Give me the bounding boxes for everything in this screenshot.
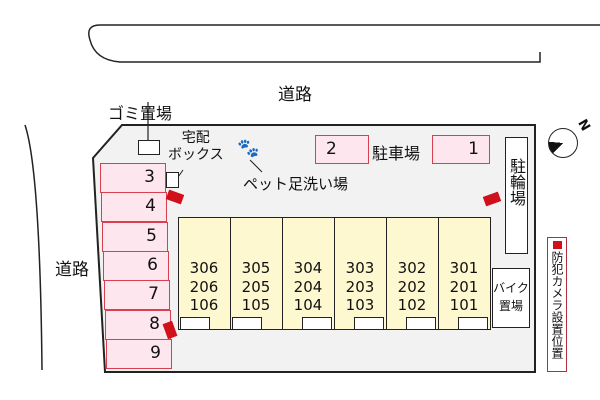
parking-space-1: 1: [432, 135, 490, 164]
room-number: 304: [293, 259, 323, 277]
room-number: 101: [449, 296, 479, 314]
room-number: 301: [449, 259, 479, 277]
room-number: 105: [241, 296, 271, 314]
parking-space-6: 6: [103, 250, 169, 281]
paw-icon: 🐾: [237, 138, 260, 159]
garbage-box: [138, 140, 160, 155]
legend-label: 防犯カメラ設置位置: [550, 251, 564, 359]
room-number: 201: [449, 277, 479, 296]
camera-icon: [553, 241, 562, 249]
parking-space-4: 4: [101, 192, 167, 223]
bike-label-2: 置場: [498, 299, 523, 313]
room-number: 306: [189, 259, 219, 277]
left-road-edge: [24, 124, 43, 371]
balcony-box: [232, 317, 262, 330]
parking-space-7: 7: [104, 280, 170, 311]
room-number: 102: [397, 296, 427, 314]
top-road-label: 道路: [278, 85, 312, 105]
room-number: 205: [241, 277, 271, 296]
unit-block: [438, 217, 491, 330]
parking-space-8: 8: [105, 309, 171, 340]
room-number: 103: [345, 296, 375, 314]
room-number: 302: [397, 259, 427, 277]
room-number: 203: [345, 277, 375, 296]
parking-space-5: 5: [102, 221, 168, 252]
room-number: 206: [189, 277, 219, 296]
delivery-box-label: 宅配 ボックス: [168, 130, 224, 163]
parking-label: 駐車場: [372, 144, 421, 163]
compass-icon: [548, 128, 578, 158]
parking-space-2: 2: [315, 135, 369, 164]
room-number: 303: [345, 259, 375, 277]
balcony-box: [406, 317, 436, 330]
room-number: 204: [293, 277, 323, 296]
room-number: 305: [241, 259, 271, 277]
parking-space-9: 9: [106, 338, 172, 369]
room-number: 104: [293, 296, 323, 314]
room-number: 106: [189, 296, 219, 314]
parking-space-3: 3: [100, 163, 166, 193]
top-road-outline: [88, 24, 600, 63]
garbage-label: ゴミ置場: [108, 104, 173, 123]
balcony-box: [354, 317, 384, 330]
bike-label-1: バイク: [493, 281, 529, 295]
pet-wash-label: ペット足洗い場: [243, 175, 349, 193]
delivery-box: [166, 172, 179, 188]
legend-box: 防犯カメラ設置位置: [547, 237, 567, 372]
bike-parking: バイク 置場: [492, 268, 530, 328]
balcony-box: [302, 317, 332, 330]
balcony-box: [458, 317, 488, 330]
room-number: 202: [397, 277, 427, 296]
bicycle-parking: 駐輪場: [505, 137, 528, 254]
balcony-box: [180, 317, 210, 330]
left-road-label: 道路: [55, 260, 89, 280]
